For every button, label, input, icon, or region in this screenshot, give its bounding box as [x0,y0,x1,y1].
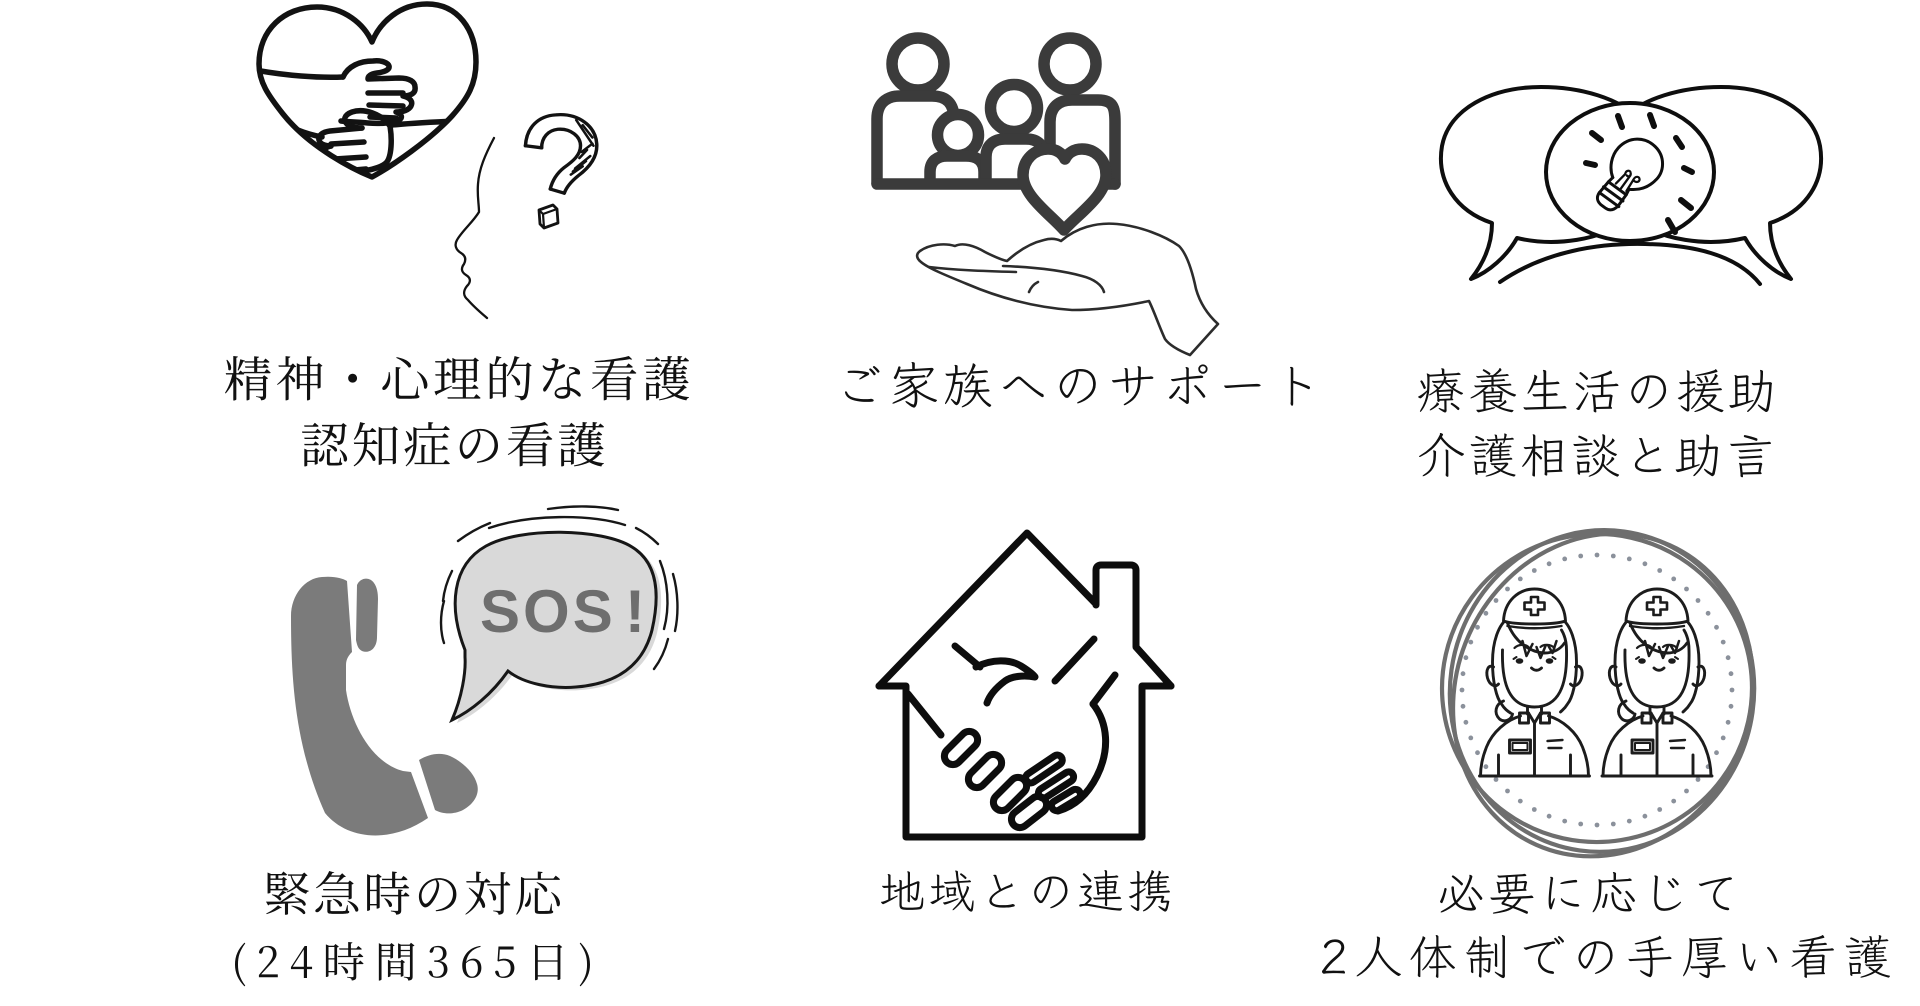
svg-text:!: ! [625,578,645,645]
svg-text:SOS: SOS [480,578,616,645]
